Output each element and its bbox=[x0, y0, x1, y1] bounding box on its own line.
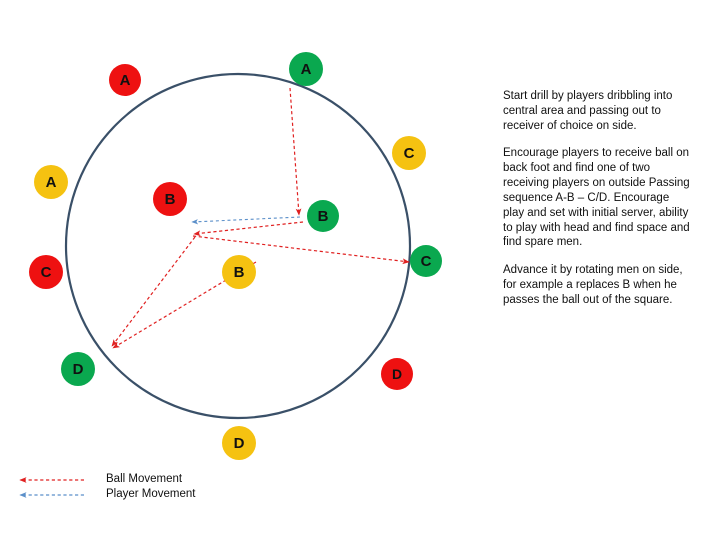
player-token-label: B bbox=[317, 207, 329, 225]
ball-arrow-b-to-lower-left bbox=[112, 261, 257, 349]
player-token-a-green-top[interactable]: A bbox=[289, 52, 323, 86]
player-token-b-green-inner[interactable]: B bbox=[307, 200, 339, 232]
player-token-c-yellow-right[interactable]: C bbox=[392, 136, 426, 170]
player-token-d-yellow-bottom[interactable]: D bbox=[222, 426, 256, 460]
player-token-c-green-right[interactable]: C bbox=[410, 245, 442, 277]
player-token-a-red-top-left[interactable]: A bbox=[109, 64, 141, 96]
player-token-a-yellow-left[interactable]: A bbox=[34, 165, 68, 199]
legend-item-player-movement: Player Movement bbox=[18, 486, 248, 501]
player-token-label: A bbox=[300, 60, 312, 78]
player-token-label: C bbox=[40, 263, 52, 281]
field-boundary-circle bbox=[64, 72, 412, 420]
legend-item-label: Ball Movement bbox=[106, 472, 183, 485]
player-arrow-center-to-left bbox=[191, 216, 301, 225]
player-movement-arrow-icon bbox=[18, 488, 86, 500]
movement-arrow-layer bbox=[111, 87, 410, 349]
player-token-label: C bbox=[420, 252, 432, 270]
player-token-label: C bbox=[403, 144, 415, 162]
player-token-b-yellow-inner[interactable]: B bbox=[222, 255, 256, 289]
legend-item-label: Player Movement bbox=[106, 487, 196, 500]
player-token-c-red-left[interactable]: C bbox=[29, 255, 63, 289]
player-token-label: D bbox=[233, 434, 245, 452]
ball-arrow-b-to-upper-left bbox=[193, 221, 304, 237]
player-token-label: D bbox=[391, 366, 403, 382]
legend-item-ball-movement: Ball Movement bbox=[18, 471, 248, 486]
player-token-label: B bbox=[233, 263, 245, 281]
ball-arrow-center-to-c bbox=[192, 235, 410, 265]
coaching-note-paragraph: Advance it by rotating men on side, for … bbox=[503, 264, 683, 306]
player-token-label: A bbox=[45, 173, 57, 191]
player-token-d-green-left[interactable]: D bbox=[61, 352, 95, 386]
ball-arrow-upper-to-lower-left bbox=[111, 236, 196, 347]
player-token-b-red-inner[interactable]: B bbox=[153, 182, 187, 216]
player-token-label: D bbox=[72, 360, 84, 378]
coaching-notes-panel: Start drill by players dribbling into ce… bbox=[503, 89, 693, 308]
player-token-d-red-right[interactable]: D bbox=[381, 358, 413, 390]
player-token-label: A bbox=[119, 71, 131, 89]
coaching-note-paragraph: Encourage players to receive ball on bac… bbox=[503, 147, 690, 249]
ball-movement-arrow-icon bbox=[18, 473, 86, 485]
coaching-note-paragraph: Start drill by players dribbling into ce… bbox=[503, 90, 673, 132]
player-token-label: B bbox=[164, 190, 176, 208]
ball-arrow-a-to-center bbox=[289, 87, 302, 216]
